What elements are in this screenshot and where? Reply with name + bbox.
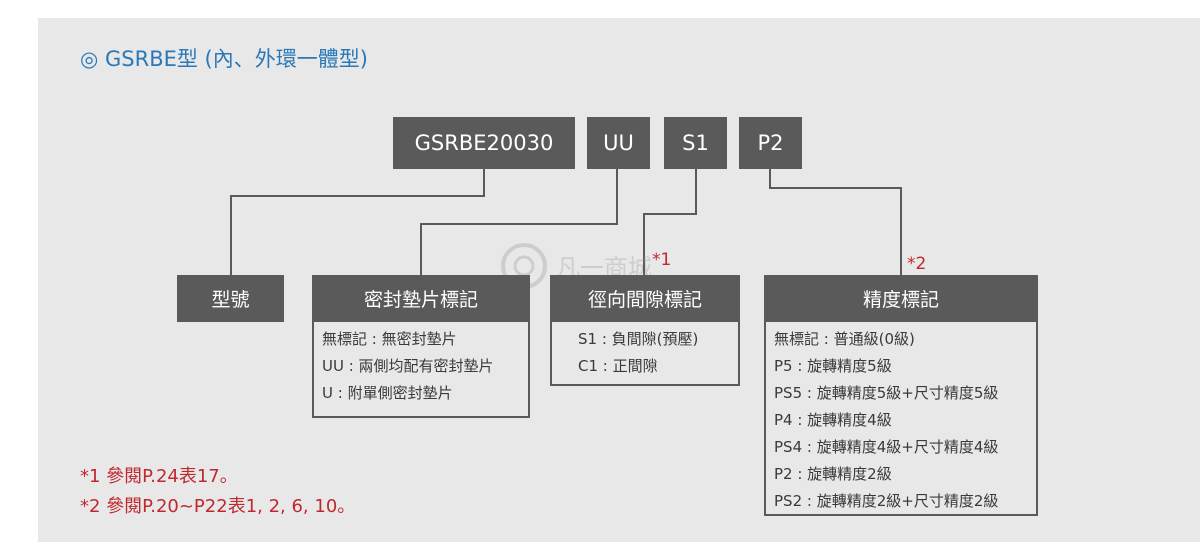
precision-option: P5 : 旋轉精度5級 [774,357,892,375]
code-seal: UU [587,117,650,169]
connector-seal [420,169,618,275]
seal-option: U : 附單側密封墊片 [322,384,453,402]
footnote-2: *2 參閱P.20~P22表1, 2, 6, 10。 [80,496,356,517]
precision-note-mark: *2 [907,254,927,274]
category-seal-box: 無標記 : 無密封墊片 UU : 兩側均配有密封墊片 U : 附單側密封墊片 [312,320,530,418]
precision-option: P4 : 旋轉精度4級 [774,411,892,429]
seal-option: UU : 兩側均配有密封墊片 [322,357,494,375]
category-clearance-box: S1 : 負間隙(預壓) C1 : 正間隙 [550,320,740,386]
seal-option: 無標記 : 無密封墊片 [322,330,457,348]
category-model-header: 型號 [177,275,284,322]
footnotes: *1 參閱P.24表17。 *2 參閱P.20~P22表1, 2, 6, 10。 [80,462,355,522]
clearance-option: S1 : 負間隙(預壓) [578,330,699,348]
category-clearance-header: 徑向間隙標記 [550,275,740,322]
connector-model [230,169,485,275]
connector-clearance [643,169,697,275]
category-precision-box: 無標記 : 普通級(0級) P5 : 旋轉精度5級 PS5 : 旋轉精度5級+尺… [764,320,1038,516]
precision-option: 無標記 : 普通級(0級) [774,330,915,348]
footnote-1: *1 參閱P.24表17。 [80,466,238,487]
code-model-number: GSRBE20030 [393,117,575,169]
clearance-option: C1 : 正間隙 [578,357,658,375]
code-precision: P2 [739,117,802,169]
category-precision-header: 精度標記 [764,275,1038,322]
precision-option: PS4 : 旋轉精度4級+尺寸精度4級 [774,438,999,456]
clearance-note-mark: *1 [652,250,672,270]
category-seal-header: 密封墊片標記 [312,275,530,322]
diagram-title: ◎ GSRBE型 (內、外環一體型) [80,47,368,71]
precision-option: P2 : 旋轉精度2級 [774,465,892,483]
precision-option: PS5 : 旋轉精度5級+尺寸精度5級 [774,384,999,402]
code-clearance: S1 [664,117,727,169]
connector-precision [769,169,902,275]
precision-option: PS2 : 旋轉精度2級+尺寸精度2級 [774,492,999,510]
